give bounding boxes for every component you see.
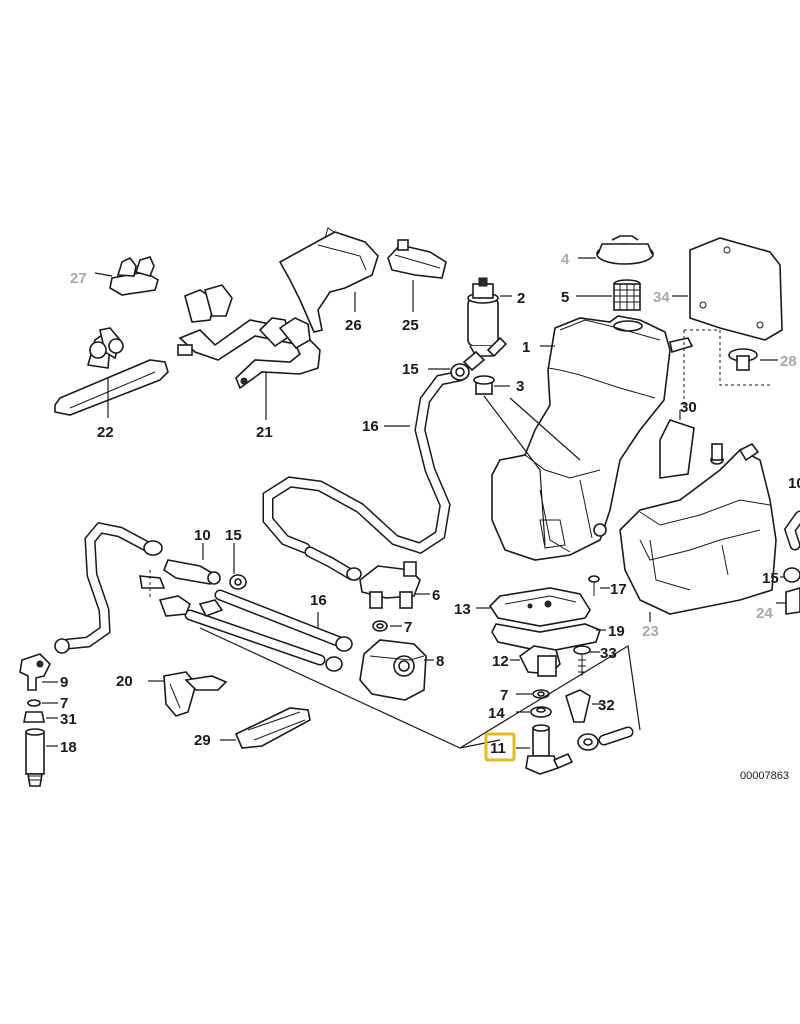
- label-21: 21: [256, 424, 273, 441]
- label-10: 10: [194, 527, 211, 544]
- part-30-insulator[interactable]: [659, 410, 695, 479]
- label-33: 33: [600, 645, 617, 662]
- part-22-bracket[interactable]: [54, 327, 169, 418]
- part-33-screw[interactable]: [573, 645, 600, 676]
- label-34: 34: [653, 289, 670, 306]
- label-14: 14: [488, 705, 505, 722]
- leader-line-lower-right: [459, 645, 641, 749]
- label-31: 31: [60, 711, 77, 728]
- part-14-seal[interactable]: [516, 706, 552, 718]
- part-12-pump[interactable]: [510, 645, 561, 677]
- part-7-washer-upper[interactable]: [372, 620, 402, 632]
- part-16-hose-upper[interactable]: [262, 370, 466, 555]
- part-28-plug[interactable]: [728, 348, 778, 371]
- part-10-fitting[interactable]: [139, 543, 221, 589]
- part-24-fitting[interactable]: [776, 587, 800, 615]
- part-9-nozzle[interactable]: [19, 653, 58, 691]
- label-23: 23: [642, 623, 659, 640]
- part-7-washer-lower[interactable]: [516, 689, 550, 699]
- part-6-check-valve[interactable]: [304, 546, 430, 609]
- label-7-upper: 7: [404, 619, 412, 636]
- part-4-filler-cap[interactable]: [578, 235, 654, 265]
- callout-line-28: [684, 329, 770, 386]
- label-6: 6: [432, 587, 440, 604]
- label-13: 13: [454, 601, 471, 618]
- part-17-screw[interactable]: [588, 575, 610, 596]
- label-1: 1: [522, 339, 530, 356]
- label-16-upper: 16: [362, 418, 379, 435]
- part-18-nozzle-body[interactable]: [25, 728, 58, 787]
- part-23-reservoir-variant[interactable]: [619, 442, 777, 622]
- label-32: 32: [598, 697, 615, 714]
- label-8: 8: [436, 653, 444, 670]
- label-5: 5: [561, 289, 569, 306]
- label-12: 12: [492, 653, 509, 670]
- label-27: 27: [70, 270, 87, 287]
- label-10-right: 10: [788, 475, 800, 492]
- part-16-hose-upper-tip[interactable]: [462, 350, 486, 372]
- part-10-hose-right[interactable]: [783, 510, 800, 551]
- leader-line-3: [483, 395, 546, 546]
- label-20: 20: [116, 673, 133, 690]
- part-32-clip[interactable]: [565, 689, 602, 723]
- part-7-washer-left[interactable]: [27, 699, 58, 707]
- label-2: 2: [517, 290, 525, 307]
- part-8-valve-block[interactable]: [359, 639, 434, 701]
- label-17: 17: [610, 581, 627, 598]
- label-26: 26: [345, 317, 362, 334]
- label-15-right: 15: [762, 570, 779, 587]
- part-34-cover-plate[interactable]: [672, 237, 783, 341]
- label-18: 18: [60, 739, 77, 756]
- part-16-hose-lower[interactable]: [184, 589, 353, 672]
- label-11: 11: [490, 740, 506, 757]
- part-3-grommet[interactable]: [473, 375, 510, 395]
- label-24: 24: [756, 605, 773, 622]
- label-22: 22: [97, 424, 114, 441]
- part-19-gasket[interactable]: [491, 623, 606, 653]
- label-7-left: 7: [60, 695, 68, 712]
- label-30: 30: [680, 399, 697, 416]
- part-13-mounting-plate[interactable]: [476, 587, 591, 627]
- part-31-nut[interactable]: [23, 711, 58, 723]
- part-connector-middle[interactable]: [158, 595, 224, 618]
- part-1-washer-reservoir[interactable]: [491, 315, 694, 561]
- part-2-washer-pump[interactable]: [467, 277, 512, 358]
- part-15-clamp-right[interactable]: [780, 567, 800, 583]
- label-28: 28: [780, 353, 797, 370]
- part-15-clamp-upper[interactable]: [428, 363, 470, 381]
- label-25: 25: [402, 317, 419, 334]
- part-15-clamp-middle[interactable]: [229, 543, 247, 590]
- highlight-box-11[interactable]: [484, 732, 516, 762]
- label-4: 4: [561, 251, 570, 268]
- part-29-clip[interactable]: [220, 707, 311, 749]
- part-20-bracket[interactable]: [148, 671, 228, 717]
- label-16-lower: 16: [310, 592, 327, 609]
- label-7-lower: 7: [500, 687, 508, 704]
- label-19: 19: [608, 623, 625, 640]
- part-27-clip[interactable]: [94, 256, 159, 296]
- label-3: 3: [516, 378, 524, 395]
- part-hose-connector-right[interactable]: [577, 726, 634, 751]
- part-25-connector[interactable]: [387, 239, 447, 312]
- part-5-strainer[interactable]: [576, 279, 641, 311]
- part-21-bracket[interactable]: [177, 284, 321, 420]
- leader-line-3b: [509, 397, 581, 461]
- label-15-upper: 15: [402, 361, 419, 378]
- part-11-connector[interactable]: [516, 724, 574, 775]
- label-29: 29: [194, 732, 211, 749]
- part-10-hose-left[interactable]: [54, 521, 163, 654]
- part-26-bracket[interactable]: [278, 227, 379, 333]
- catalog-code: 00007863: [740, 770, 789, 782]
- label-15-middle: 15: [225, 527, 242, 544]
- label-9: 9: [60, 674, 68, 691]
